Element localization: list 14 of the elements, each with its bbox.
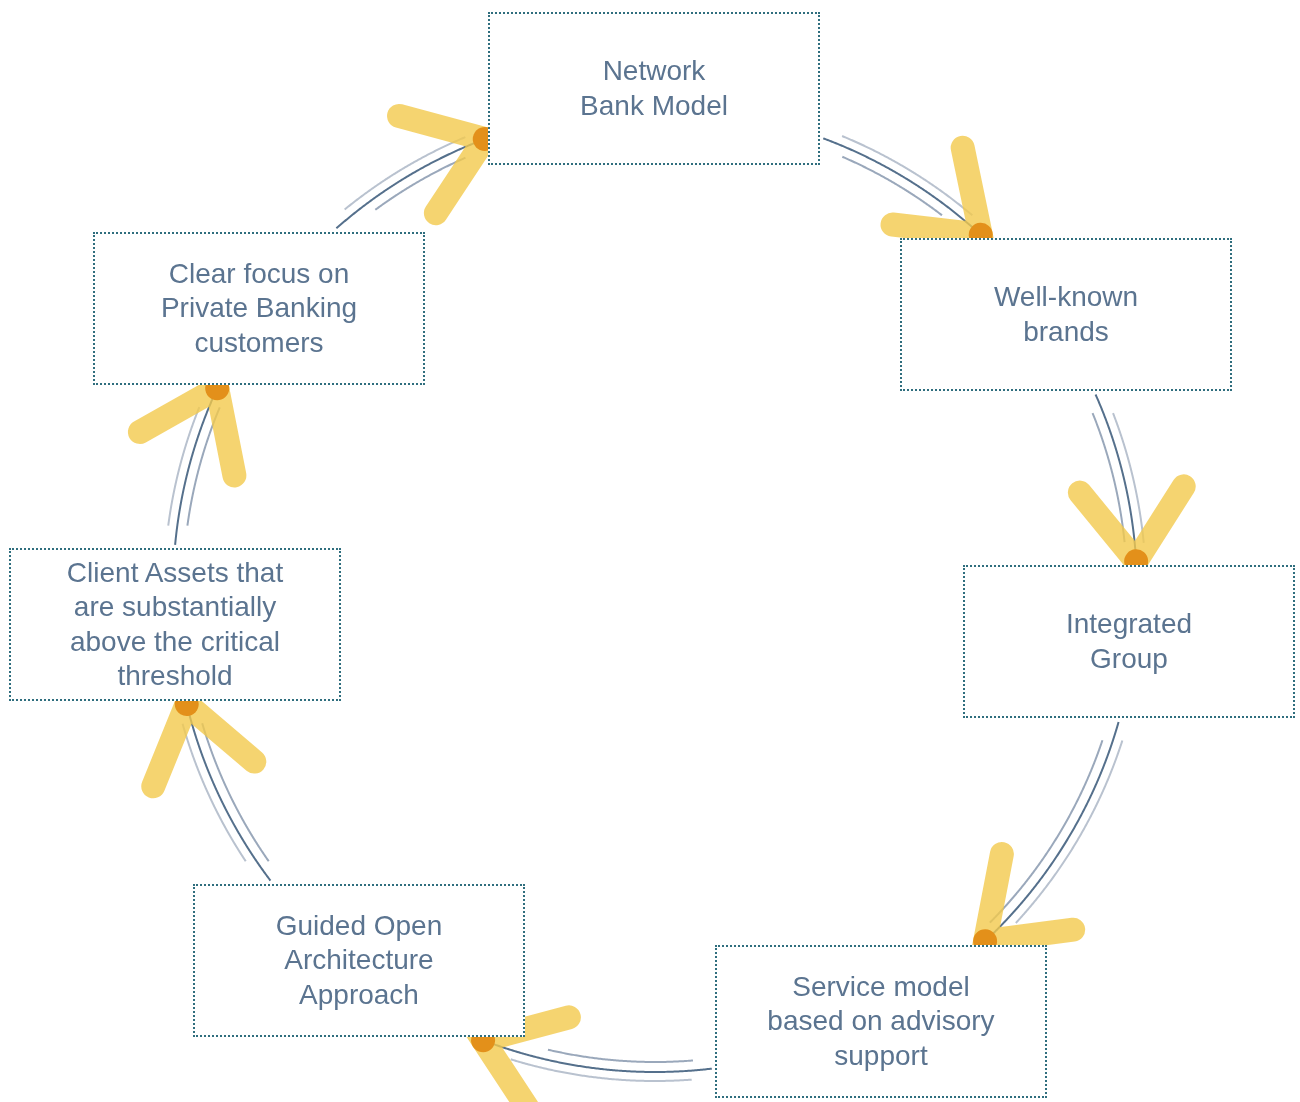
box-label: Well-known brands xyxy=(992,280,1140,349)
concept-box xyxy=(488,12,820,165)
box-label: Network Bank Model xyxy=(579,54,729,123)
box-label: Clear focus on Private Banking customers xyxy=(159,257,359,360)
box-label: Integrated Group xyxy=(1064,607,1194,676)
box-label: Service model based on advisory support xyxy=(766,970,996,1073)
concept-box xyxy=(9,548,341,701)
concept-box xyxy=(715,945,1047,1098)
box-label: Client Assets that are substantially above the critical threshold xyxy=(65,556,285,693)
concept-box xyxy=(963,565,1295,718)
box-label: Guided Open Architecture Approach xyxy=(274,909,444,1012)
concept-box xyxy=(93,232,425,385)
concept-box xyxy=(900,238,1232,391)
concept-box xyxy=(193,884,525,1037)
